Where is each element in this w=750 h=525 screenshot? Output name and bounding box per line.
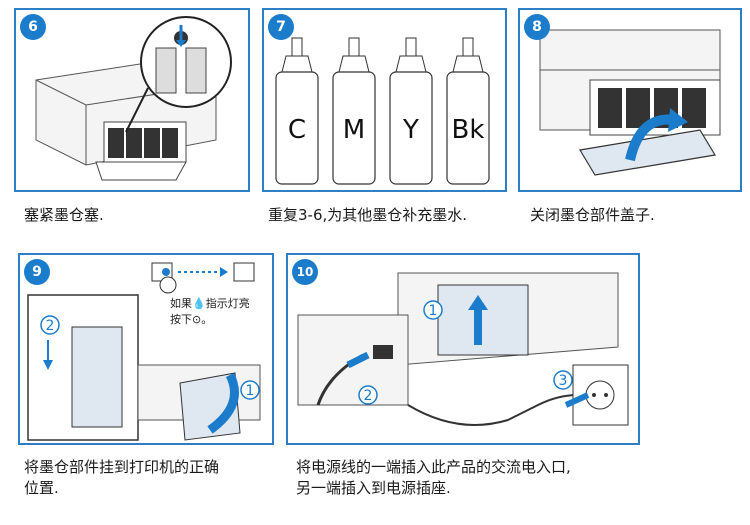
step-number-badge: 9 — [24, 259, 50, 285]
step-6-panel: 6 — [14, 8, 250, 192]
step-7-panel: 7 C M Y Bk — [262, 8, 507, 192]
step-8-panel: 8 — [518, 8, 742, 192]
callout-1: 1 — [429, 303, 438, 319]
step-number-badge: 7 — [268, 14, 294, 40]
step-10-caption-line2: 另一端插入到电源插座. — [296, 479, 451, 497]
callout-3: 3 — [559, 373, 568, 389]
close-cover-illustration — [539, 29, 721, 176]
callout-1: 1 — [246, 383, 255, 399]
step-7-caption: 重复3-6,为其他墨仓补充墨水. — [268, 206, 468, 224]
step-9-panel: 9 如果💧指示灯亮 按下⊙。 2 1 — [18, 253, 274, 445]
step-9-caption-line1: 将墨仓部件挂到打印机的正确 — [24, 458, 220, 476]
step-10-caption-line1: 将电源线的一端插入此产品的交流电入口, — [296, 458, 571, 476]
bottle-m: M — [332, 37, 376, 185]
step-9-caption-line2: 位置. — [24, 479, 59, 497]
step-number-badge: 8 — [524, 14, 550, 40]
attach-tank-unit-illustration: 如果💧指示灯亮 按下⊙。 2 1 — [27, 262, 261, 441]
indicator-note-line1: 如果💧指示灯亮 — [170, 296, 250, 310]
bottle-y: Y — [389, 37, 433, 185]
step-number-badge: 6 — [20, 14, 46, 40]
indicator-note-line2: 按下⊙。 — [170, 312, 212, 326]
step-10-panel: 10 1 2 3 — [286, 253, 640, 445]
ink-bottles-illustration: C M Y Bk — [275, 37, 490, 185]
step-number-badge: 10 — [292, 259, 318, 285]
callout-2: 2 — [46, 318, 55, 334]
ink-tank-cap-illustration — [35, 16, 232, 181]
bottle-c: C — [275, 37, 319, 185]
step-8-caption: 关闭墨仓部件盖子. — [530, 206, 655, 224]
bottle-label-y: Y — [402, 115, 419, 145]
bottle-label-bk: Bk — [452, 115, 485, 145]
bottle-label-m: M — [343, 115, 365, 145]
callout-2: 2 — [364, 388, 373, 404]
bottle-bk: Bk — [446, 37, 490, 185]
bottle-label-c: C — [288, 115, 306, 145]
step-6-caption: 塞紧墨仓塞. — [24, 206, 104, 224]
power-cable-illustration: 1 2 3 — [297, 272, 629, 426]
